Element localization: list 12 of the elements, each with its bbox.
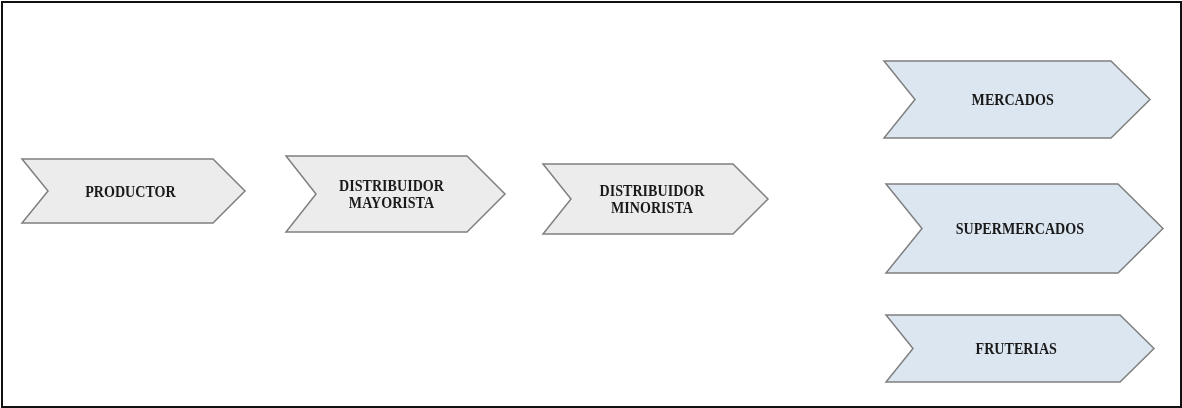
chevron-shape bbox=[22, 159, 245, 223]
chevron-label: MERCADOS bbox=[971, 91, 1055, 108]
chevron-label: DISTRIBUIDOR MINORISTA bbox=[598, 182, 706, 216]
chevron-label: PRODUCTOR bbox=[85, 182, 176, 200]
chevron-label: SUPERMERCADOS bbox=[955, 220, 1085, 237]
chevron-shape bbox=[884, 61, 1150, 138]
chevron-shape bbox=[886, 315, 1154, 382]
chevron-shape bbox=[286, 156, 505, 232]
chevron-label: FRUTERIAS bbox=[975, 340, 1058, 357]
chevron-label: DISTRIBUIDOR MAYORISTA bbox=[338, 177, 445, 211]
chevron-shape bbox=[886, 184, 1163, 273]
chevron-shape bbox=[543, 164, 768, 234]
